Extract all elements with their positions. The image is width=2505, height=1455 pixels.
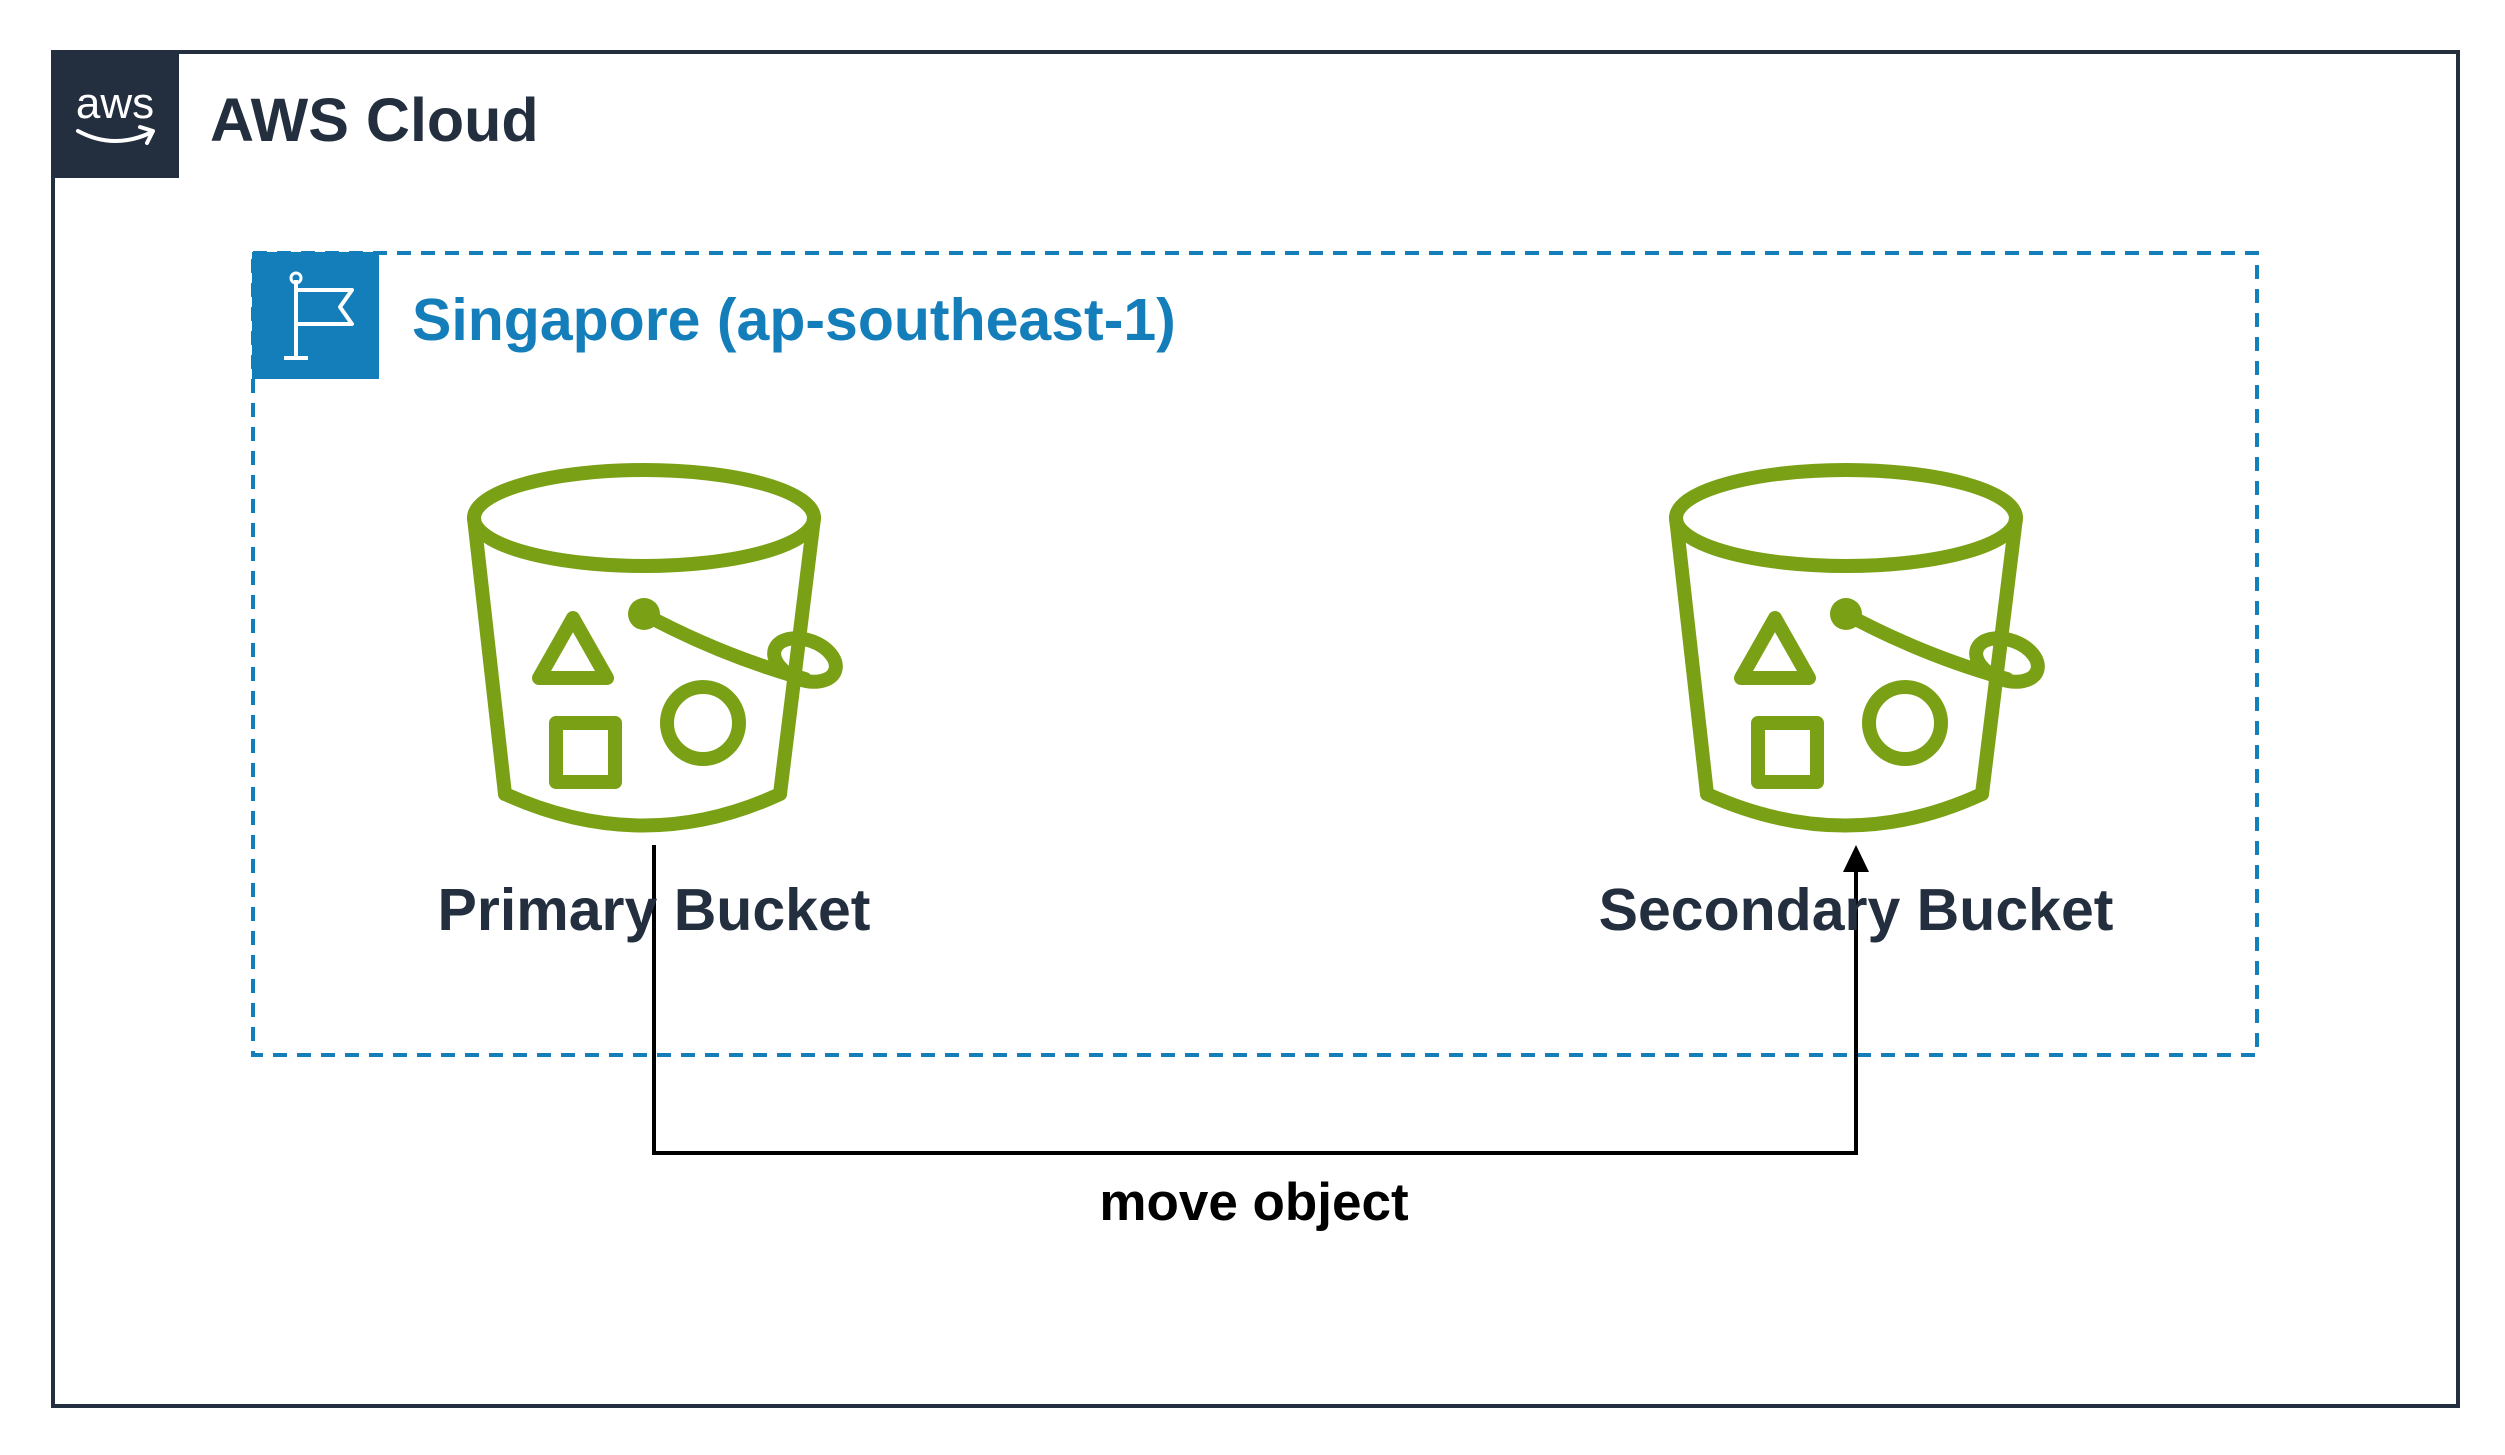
- aws-logo-text: aws: [76, 79, 154, 128]
- aws-cloud-group: aws AWS Cloud: [51, 50, 2460, 1408]
- primary-bucket-node: [467, 463, 843, 833]
- region-border: [251, 251, 2259, 1057]
- region-title: Singapore (ap-southeast-1): [412, 287, 1176, 353]
- primary-bucket-label: Primary Bucket: [438, 877, 871, 943]
- move-object-connector: [652, 845, 1869, 1155]
- secondary-bucket-label: Secondary Bucket: [1599, 877, 2114, 943]
- arrowhead-icon: [1843, 845, 1869, 872]
- move-object-edge: [652, 845, 1858, 1155]
- secondary-bucket-node: [1669, 463, 2045, 833]
- region-flag-icon: [252, 252, 379, 379]
- region-group: Singapore (ap-southeast-1): [251, 251, 2259, 1057]
- s3-bucket-icon: [1669, 463, 2045, 833]
- aws-cloud-title: AWS Cloud: [210, 86, 539, 154]
- move-object-label: move object: [1099, 1173, 1408, 1232]
- aws-logo-icon: aws: [52, 51, 179, 178]
- s3-bucket-icon: [467, 463, 843, 833]
- aws-cloud-border: [51, 50, 2460, 1408]
